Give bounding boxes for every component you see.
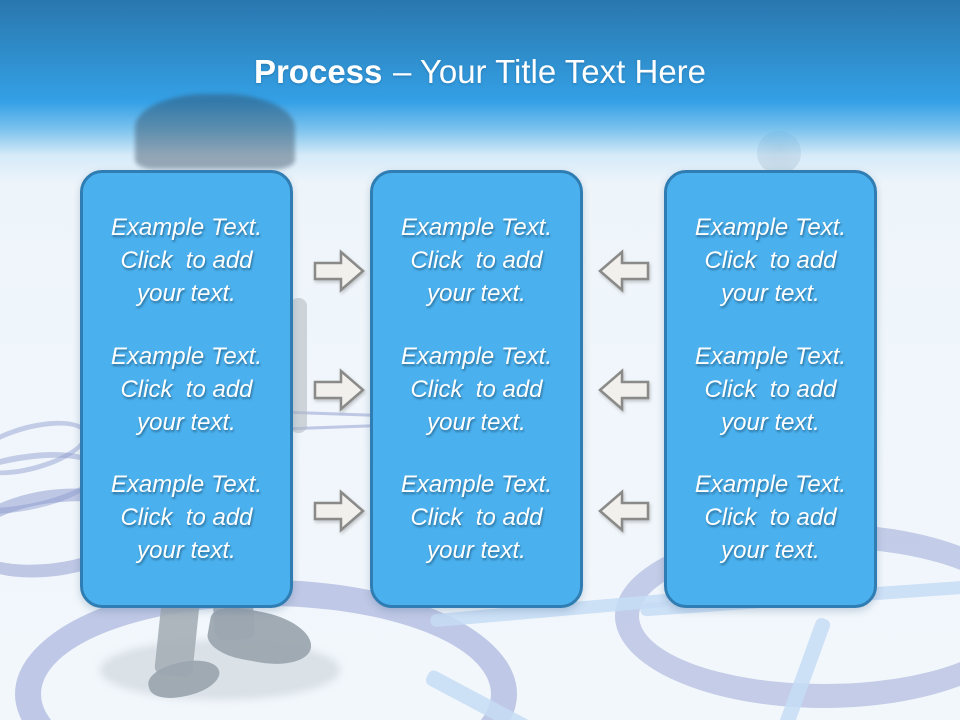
text-placeholder[interactable]: Example Text. Click to add your text. xyxy=(400,471,553,564)
header-gradient-band xyxy=(0,0,960,185)
process-column-left: Example Text. Click to add your text. Ex… xyxy=(80,170,293,608)
slide-title-keyword: Process xyxy=(253,53,383,90)
process-column-center: Example Text. Click to add your text. Ex… xyxy=(370,170,583,608)
text-placeholder[interactable]: Example Text. Click to add your text. xyxy=(694,214,847,307)
arrow-right-icon xyxy=(313,249,365,293)
arrow-right-icon xyxy=(313,489,365,533)
person-silhouette-shoulders xyxy=(135,94,295,169)
arrow-left-icon xyxy=(598,249,650,293)
arrow-left-icon xyxy=(598,368,650,412)
text-placeholder[interactable]: Example Text. Click to add your text. xyxy=(694,342,847,436)
text-placeholder[interactable]: Example Text. Click to add your text. xyxy=(694,471,847,564)
text-placeholder[interactable]: Example Text. Click to add your text. xyxy=(110,471,263,564)
person-silhouette-arm xyxy=(290,298,307,433)
process-column-right: Example Text. Click to add your text. Ex… xyxy=(664,170,877,608)
text-placeholder[interactable]: Example Text. Click to add your text. xyxy=(400,214,553,307)
slide-title-subtitle: – Your Title Text Here xyxy=(392,53,707,90)
arrow-right-icon xyxy=(313,368,365,412)
slide-title: Process– Your Title Text Here xyxy=(0,52,960,92)
text-placeholder[interactable]: Example Text. Click to add your text. xyxy=(110,214,263,307)
arrow-left-icon xyxy=(598,489,650,533)
text-placeholder[interactable]: Example Text. Click to add your text. xyxy=(110,342,263,436)
text-placeholder[interactable]: Example Text. Click to add your text. xyxy=(400,342,553,436)
